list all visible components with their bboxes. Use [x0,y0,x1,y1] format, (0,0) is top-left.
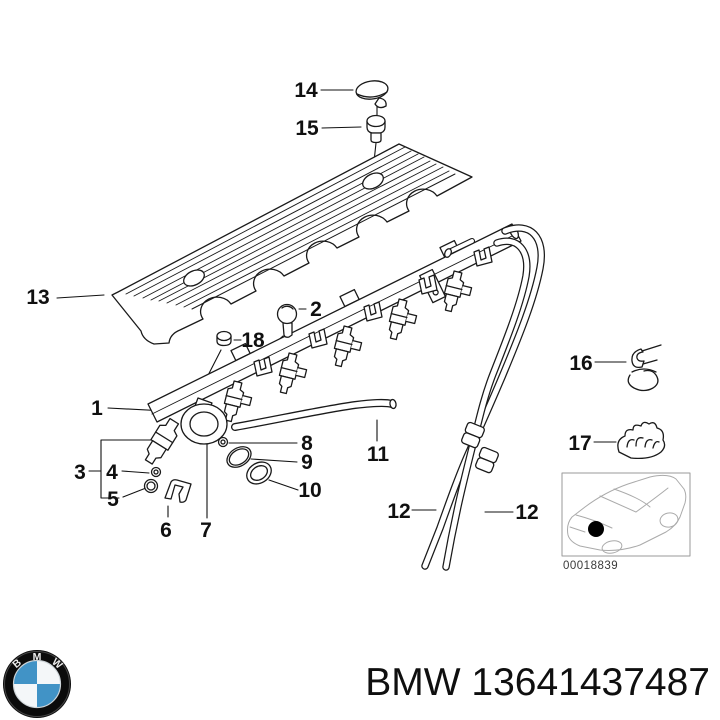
callout-16: 16 [569,352,592,375]
callout-17: 17 [568,432,591,455]
callout-12-left: 12 [387,500,410,523]
logo-quadrant-blue [37,684,61,708]
part-number-text: BMW 13641437487 [365,661,710,704]
thumbnail-code: 00018839 [563,560,618,572]
callout-labels: 1 2 3 4 5 6 7 8 9 10 11 12 12 13 14 15 1… [26,79,618,572]
callout-12-right: 12 [515,501,538,524]
injectors-on-rail [223,246,493,423]
clip-16-drawing [627,344,662,392]
fuel-lines-drawing [421,224,545,571]
logo-letter-m: M [33,651,42,663]
callout-11: 11 [367,443,390,466]
injector-detail-drawing [144,397,228,465]
vent-hose-drawing [231,398,397,431]
callout-6: 6 [160,519,172,542]
logo-quadrant-white [37,660,61,684]
callout-5: 5 [107,488,119,511]
logo-quadrant-blue [13,660,37,685]
clip-6-drawing [164,479,192,503]
clip-17-drawing [617,421,666,460]
callout-10: 10 [298,479,321,502]
engine-cover-drawing [111,143,473,345]
rail-plug-part [216,330,232,347]
callout-18: 18 [241,329,265,352]
location-dot [588,521,604,537]
cover-screw-part [366,114,386,144]
cover-screw-hole [183,269,205,287]
bmw-logo: B M W [3,650,71,718]
line-coupling [475,446,499,474]
callout-4: 4 [106,461,118,484]
callout-8: 8 [301,432,313,455]
callout-3: 3 [74,461,86,484]
seal-rings-drawing [143,436,272,494]
injector-retaining-clips [253,246,493,377]
line-coupling [461,421,485,449]
callout-15: 15 [295,117,319,140]
car-thumbnail [561,472,691,557]
logo-quadrant-white [13,684,37,708]
callout-2: 2 [310,298,322,321]
callout-13: 13 [26,286,49,309]
callout-14: 14 [294,79,318,102]
rail-screw-part [276,303,298,338]
pressure-regulator-drawing [180,397,228,445]
cover-cap-part [355,80,389,109]
cover-screw-hole [362,172,384,190]
callout-7: 7 [200,519,212,542]
callout-9: 9 [301,451,313,474]
callout-1: 1 [91,397,103,420]
